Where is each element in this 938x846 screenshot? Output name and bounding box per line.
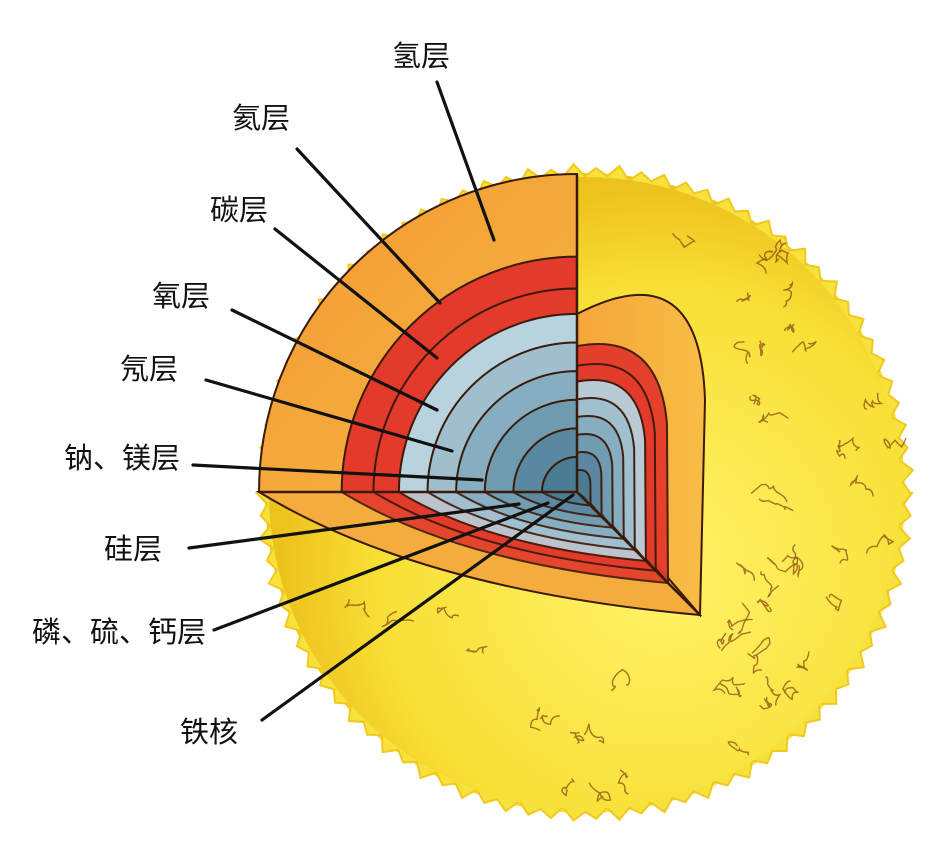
surface-texture (344, 232, 907, 803)
surface-squiggle (719, 683, 742, 698)
surface-squiggle (672, 232, 696, 249)
surface-squiggle (849, 475, 874, 497)
surface-squiggle (733, 341, 751, 365)
surface-squiggle (831, 545, 849, 564)
surface-squiggle (796, 651, 810, 672)
label-helium-layer: 氦层 (232, 101, 291, 135)
surface-squiggle (712, 676, 746, 694)
label-phosphorus-sulfur-calcium-layer: 磷、硫、钙层 (32, 615, 207, 649)
surface-squiggle (436, 606, 460, 619)
surface-squiggle (737, 602, 751, 635)
surface-squiggle (792, 543, 798, 576)
surface-squiggle (758, 411, 789, 423)
leader-carbon (273, 227, 439, 360)
leader-phosphorus-sulfur-calcium (212, 501, 550, 632)
surface-squiggle (837, 436, 860, 452)
surface-squiggle (781, 554, 804, 579)
label-neon-layer: 氖层 (120, 352, 179, 386)
surface-squiggle (561, 778, 575, 797)
surface-squiggle (583, 723, 605, 744)
surface-squiggle (617, 769, 629, 795)
label-iron-core: 铁核 (180, 715, 239, 749)
surface-squiggle (749, 394, 761, 406)
leader-hydrogen (435, 80, 496, 242)
surface-squiggle (569, 731, 585, 744)
leader-oxygen (230, 308, 439, 412)
surface-squiggle (783, 280, 794, 308)
label-silicon-layer: 硅层 (104, 532, 163, 566)
surface-squiggle (588, 782, 612, 803)
surface-squiggle (791, 340, 817, 353)
leader-helium (295, 147, 442, 305)
surface-squiggle (735, 292, 752, 303)
surface-squiggle (727, 741, 750, 756)
surface-squiggle (758, 498, 794, 512)
surface-squiggle (610, 669, 631, 692)
label-oxygen-layer: 氧层 (152, 279, 211, 313)
leader-iron-core (260, 493, 575, 722)
label-hydrogen-layer: 氢层 (392, 39, 451, 73)
surface-squiggle (755, 250, 774, 274)
surface-squiggle (750, 483, 788, 503)
surface-squiggle (344, 599, 370, 618)
surface-squiggle (825, 593, 843, 612)
surface-squiggle (758, 340, 766, 357)
surface-squiggle (759, 696, 773, 710)
surface-squiggle (774, 249, 789, 266)
surface-squiggle (766, 556, 799, 573)
surface-squiggle (836, 446, 846, 459)
surface-squiggle (465, 645, 488, 654)
surface-squiggle (782, 680, 800, 701)
surface-squiggle (883, 437, 907, 449)
label-sodium-magnesium-layer: 钠、镁层 (64, 441, 181, 475)
surface-squiggle (784, 323, 795, 333)
surface-squiggle (530, 706, 541, 732)
leader-lines (187, 80, 575, 722)
surface-squiggle (539, 714, 560, 726)
surface-squiggle (747, 652, 763, 674)
surface-squiggle (863, 392, 884, 410)
surface-squiggle (736, 562, 756, 581)
leader-neon (204, 378, 454, 453)
surface-squiggle (751, 636, 771, 656)
surface-squiggle (865, 533, 895, 554)
surface-squiggle (720, 631, 752, 652)
leader-sodium-magnesium (191, 463, 484, 482)
surface-squiggle (716, 632, 727, 649)
surface-squiggle (765, 676, 782, 706)
surface-squiggle (757, 598, 772, 613)
surface-squiggle (727, 618, 754, 631)
surface-squiggle (760, 570, 780, 599)
label-carbon-layer: 碳层 (210, 193, 269, 227)
cut-edge-diagonal (576, 491, 701, 616)
leader-silicon (187, 502, 521, 550)
surface-squiggle (381, 610, 415, 628)
